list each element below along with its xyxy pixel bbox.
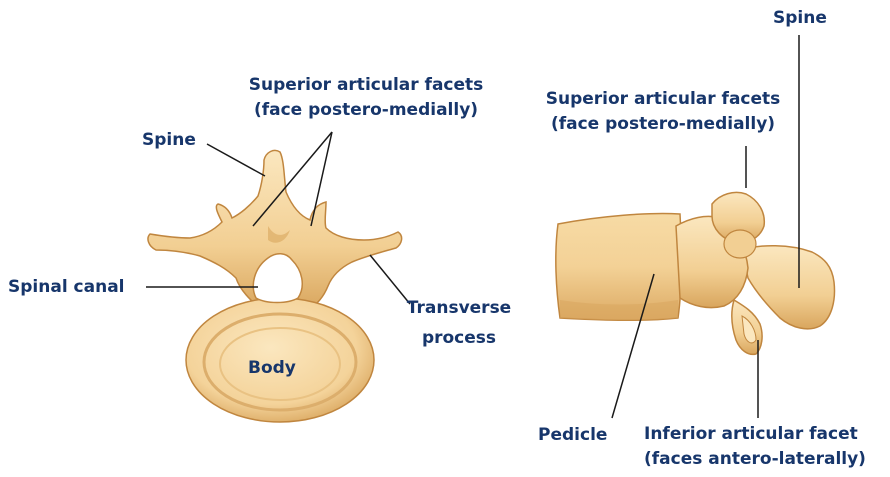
label-spinal-canal: Spinal canal (8, 275, 125, 300)
label-transverse-line1: Transverse (400, 296, 518, 321)
label-superior-facets-top: Superior articular facets (face postero-… (236, 73, 496, 123)
label-inferior-facet-line1: Inferior articular facet (644, 422, 866, 447)
lateral-view-vertebra (556, 192, 835, 354)
label-transverse-process: Transverse process (400, 296, 518, 351)
top-view-vertebra (148, 150, 402, 422)
label-spine-top: Spine (142, 128, 196, 153)
label-inferior-facet-line2: (faces antero-laterally) (644, 447, 866, 472)
label-inferior-facet: Inferior articular facet (faces antero-l… (644, 422, 866, 472)
label-transverse-line2: process (400, 326, 518, 351)
label-superior-facets-top-line2: (face postero-medially) (236, 98, 496, 123)
label-body: Body (248, 356, 296, 381)
superior-process-bump (724, 230, 756, 258)
label-superior-facets-lateral-line2: (face postero-medially) (530, 112, 796, 137)
label-superior-facets-lateral-line1: Superior articular facets (530, 87, 796, 112)
label-spine-lateral: Spine (773, 6, 827, 31)
label-pedicle: Pedicle (538, 423, 607, 448)
label-superior-facets-lateral: Superior articular facets (face postero-… (530, 87, 796, 137)
leader-spine (207, 144, 265, 176)
label-superior-facets-top-line1: Superior articular facets (236, 73, 496, 98)
